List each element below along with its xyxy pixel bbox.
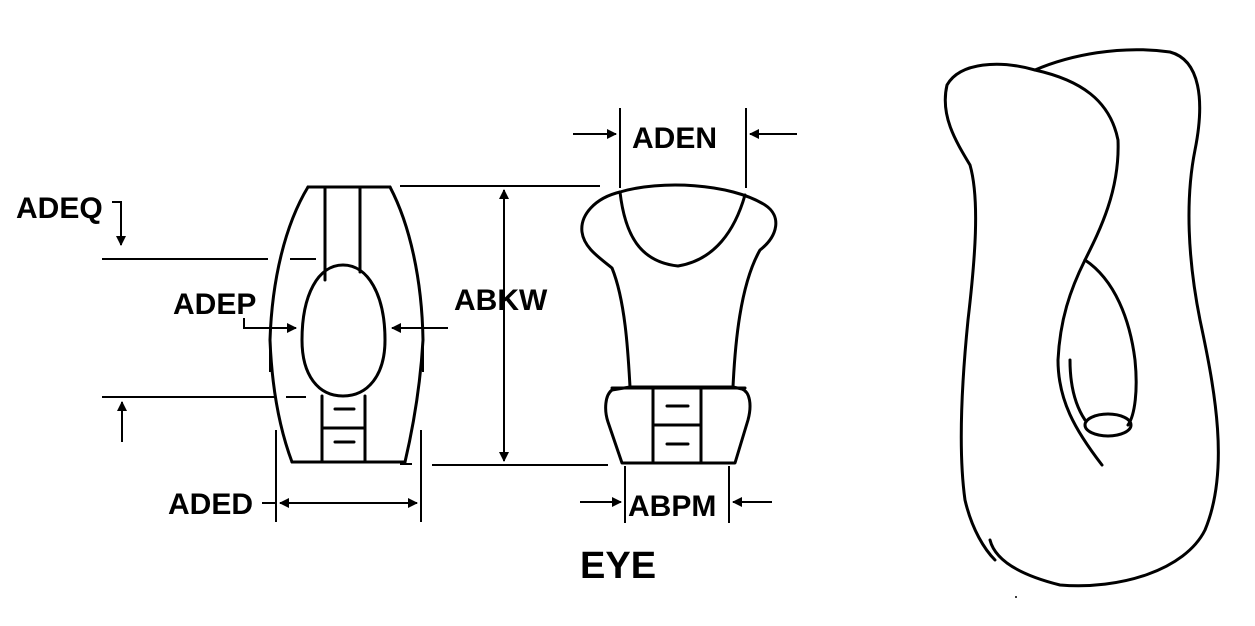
diagram-title: EYE [580,545,656,587]
isometric-front-loop [943,62,1037,562]
isometric-back-loop [988,48,1220,588]
eye-opening [300,263,387,398]
side-view-top-recess [618,190,747,268]
side-view [580,183,778,465]
label-abpm: ABPM [628,490,716,523]
front-view-outline-left [268,185,310,464]
side-view-head [580,190,632,389]
isometric-hole-channel-lower [1068,358,1087,422]
isometric-hole [1083,412,1133,438]
label-adeq: ADEQ [16,192,103,225]
isometric-hole-channel [1083,258,1138,427]
adep-leader [243,318,297,333]
label-abkw: ABKW [454,284,548,317]
aden-dimension [573,108,797,188]
label-aden: ADEN [632,122,717,155]
front-view-dimension-lines [102,201,448,522]
front-view [268,185,425,464]
dimension-labels: ADEQ ADEP ADED ABKW ADEN ABPM EYE [16,122,717,587]
label-ded: ADED [168,488,253,521]
side-view-base [604,385,752,465]
abpm-dimension [580,466,772,523]
isometric-view [943,48,1220,598]
front-view-outline-right [388,185,425,464]
side-view-head-right [618,183,778,389]
abkw-dimension [400,185,608,466]
adeq-leader [112,201,126,246]
label-adep: ADEP [173,288,256,321]
isometric-speck [1015,596,1017,598]
